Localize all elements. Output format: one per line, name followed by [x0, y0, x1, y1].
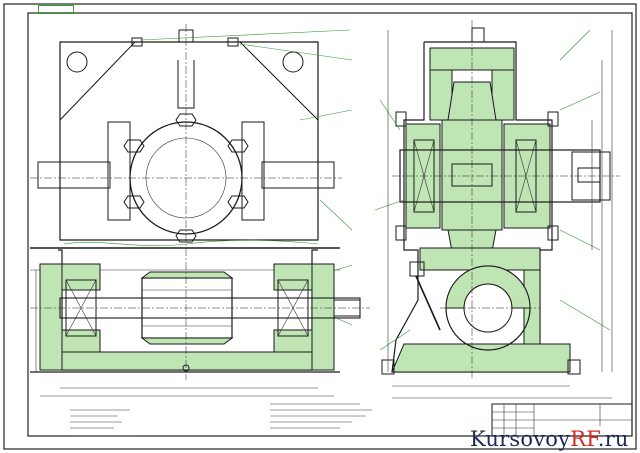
- drawing-frame: [27, 12, 633, 437]
- worm-section: [445, 265, 531, 309]
- flange-bolt-left: [107, 121, 131, 221]
- notes-block: [70, 403, 372, 437]
- worm-tooth-top: [140, 271, 234, 279]
- leader-line: [379, 329, 411, 351]
- bolt: [395, 111, 407, 127]
- leader-line: [239, 43, 353, 61]
- leader-line: [319, 199, 353, 231]
- watermark-mid: RF: [570, 427, 598, 451]
- leader-line: [139, 29, 351, 41]
- foundation-bolt: [567, 359, 581, 375]
- leader-line: [63, 239, 319, 246]
- worm-tooth-bottom: [140, 337, 234, 345]
- bolt-head: [123, 139, 145, 153]
- leader-line: [559, 29, 591, 61]
- leader-line: [374, 199, 405, 211]
- vent-plug: [471, 27, 485, 43]
- section-wall-left: [39, 263, 63, 371]
- bearing-cap-right: [273, 263, 313, 291]
- sheet-border: [3, 3, 637, 450]
- leader-line: [559, 299, 611, 331]
- oil-dipstick: [415, 275, 441, 331]
- watermark-prefix: Kursovoy: [470, 427, 571, 451]
- leader-line: [299, 109, 353, 121]
- site-watermark: KursovoyRF.ru: [470, 427, 629, 451]
- oil-gauge-cap: [409, 261, 425, 277]
- bolt-head: [227, 139, 249, 153]
- leader-line: [379, 99, 401, 131]
- bolt: [395, 225, 407, 241]
- bolt-head: [175, 229, 197, 243]
- lifting-hole-left: [66, 51, 88, 73]
- front-view: [30, 24, 370, 397]
- section-bottom: [61, 351, 313, 371]
- leader-line: [559, 91, 601, 111]
- output-key: [577, 167, 601, 183]
- housing-cover: [59, 41, 319, 241]
- inspection-screw: [227, 37, 239, 47]
- bolt-head: [175, 113, 197, 127]
- bolt-head: [227, 195, 249, 209]
- side-wall-section: [523, 269, 541, 345]
- sheet-stamp: [38, 5, 74, 14]
- flange-bolt-right: [241, 121, 265, 221]
- bearing-cap-left: [61, 263, 101, 291]
- bolt: [547, 111, 559, 127]
- bearing-cross: [65, 279, 97, 337]
- section-wall-right: [311, 263, 335, 371]
- watermark-suffix: .ru: [597, 427, 629, 451]
- base-section: [391, 343, 571, 373]
- input-shaft-left: [37, 161, 111, 189]
- bolt: [547, 225, 559, 241]
- title-block: [491, 403, 633, 437]
- input-shaft-right: [261, 161, 335, 189]
- inspection-screw: [131, 37, 143, 47]
- lifting-hole-right: [282, 51, 304, 73]
- leader-line: [559, 229, 601, 251]
- bolt-head: [123, 195, 145, 209]
- side-section-view: [374, 20, 620, 399]
